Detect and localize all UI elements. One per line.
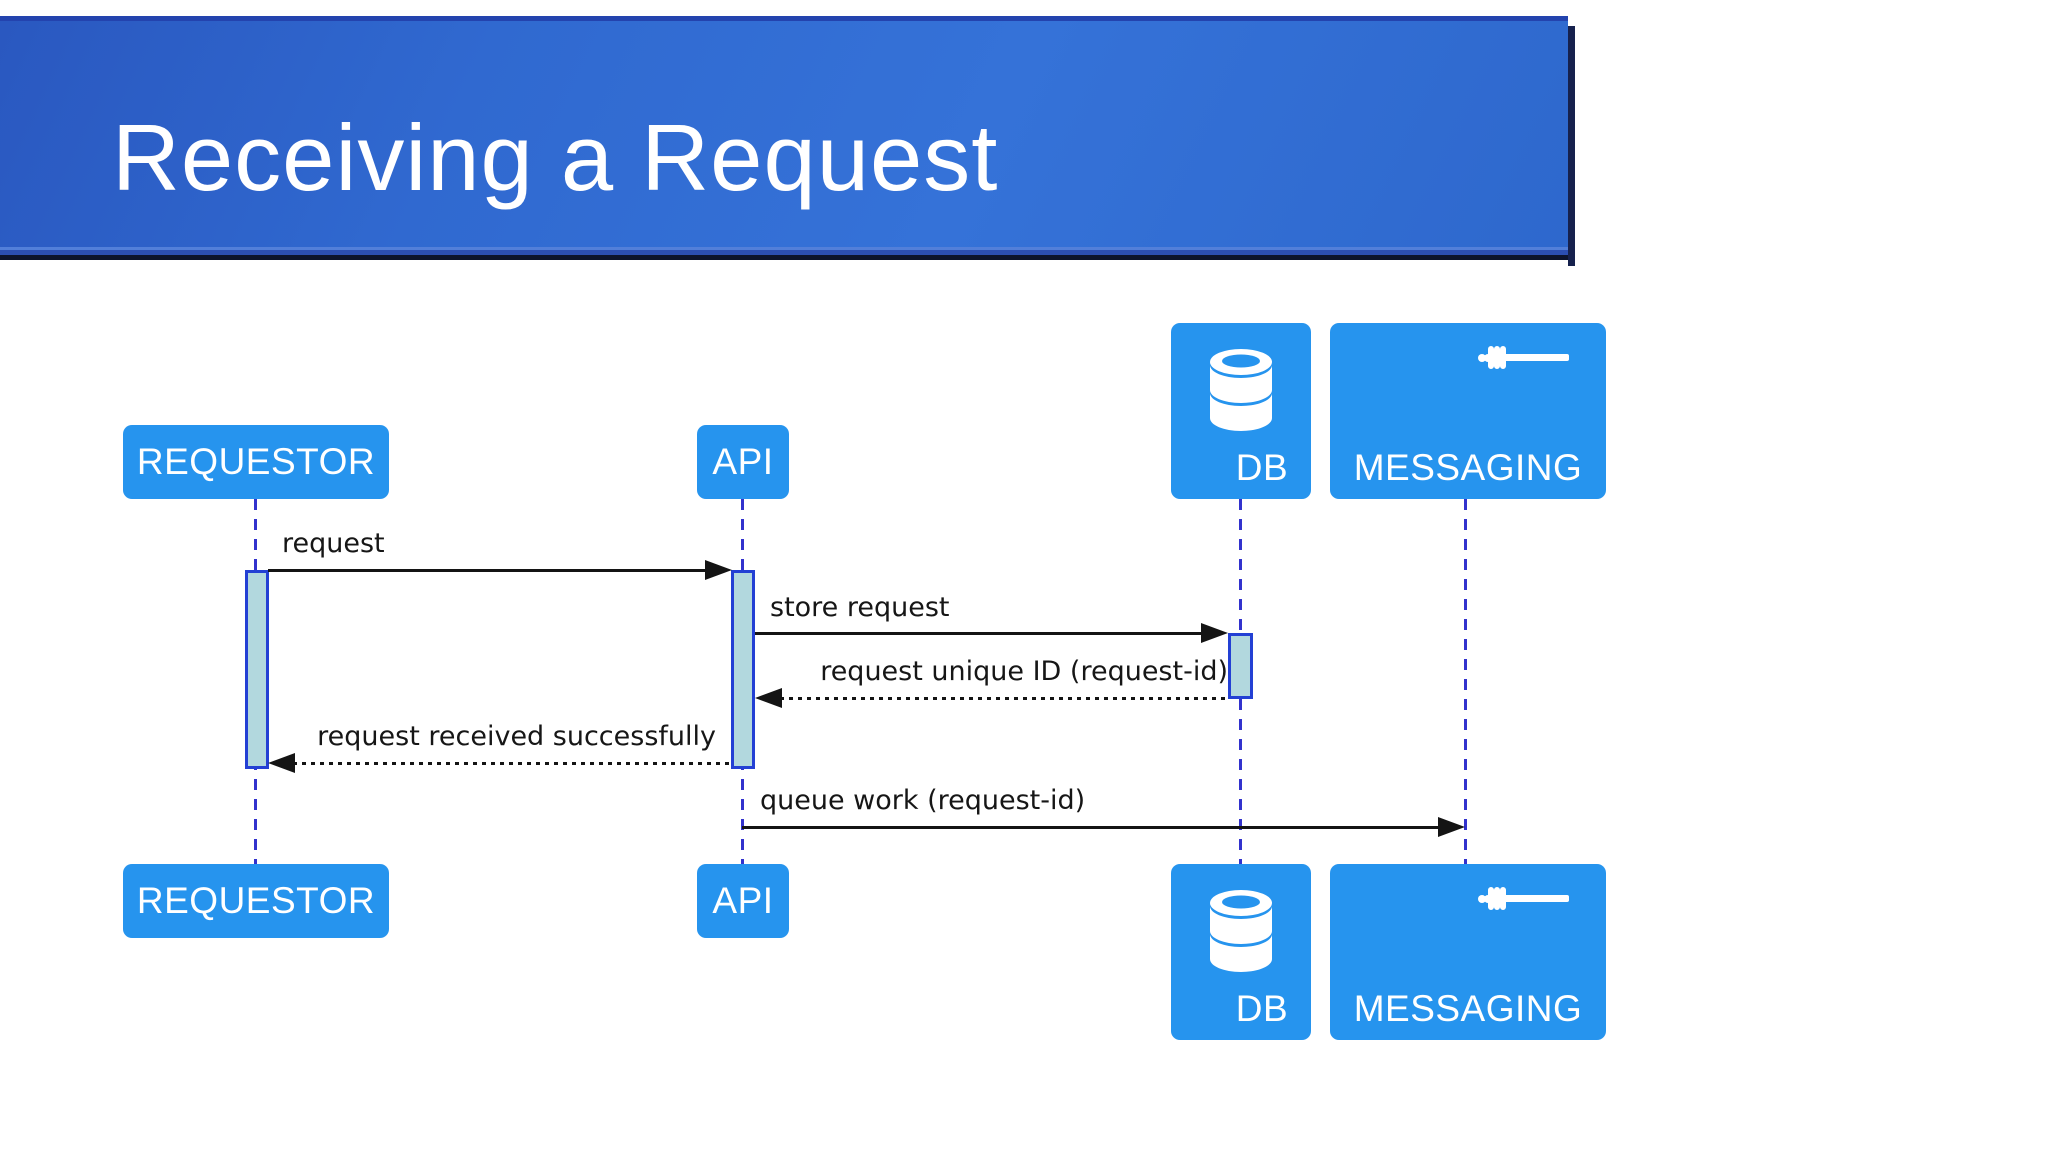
actor-label-api: API [712, 880, 774, 921]
server-rack-icon [1478, 346, 1592, 435]
message-label-store-request: store request [770, 592, 950, 623]
actor-box-messaging-top: MESSAGING [1330, 323, 1606, 499]
message-label-request-received: request received successfully [317, 721, 716, 752]
message-line-queue-work [742, 826, 1439, 829]
message-line-request-received [293, 762, 731, 765]
banner-bevel-line [0, 247, 1568, 250]
arrowhead-right-icon [1201, 623, 1228, 643]
banner-top-edge [0, 16, 1568, 21]
arrowhead-right-icon [705, 560, 732, 580]
activation-bar-api [731, 570, 755, 769]
actor-label-api: API [712, 441, 774, 482]
actor-box-db-bottom: DB [1171, 864, 1311, 1040]
actor-label-messaging: MESSAGING [1353, 447, 1583, 488]
message-line-request-unique-id [780, 697, 1228, 700]
banner-shadow-line [0, 255, 1568, 260]
arrowhead-right-icon [1438, 817, 1465, 837]
server-rack-icon [1478, 887, 1592, 976]
message-line-request [268, 569, 705, 572]
actor-label-messaging: MESSAGING [1353, 988, 1583, 1029]
actor-label-db: DB [1235, 447, 1289, 488]
database-icon [1207, 348, 1275, 436]
actor-box-requestor-top: REQUESTOR [123, 425, 389, 499]
actor-box-db-top: DB [1171, 323, 1311, 499]
actor-box-api-bottom: API [697, 864, 789, 938]
database-icon [1207, 889, 1275, 977]
arrowhead-left-icon [268, 753, 295, 773]
banner-mid-line [0, 250, 1568, 255]
title-banner: Receiving a Request [0, 16, 1568, 260]
lifeline-messaging [1464, 499, 1467, 864]
activation-bar-db [1228, 633, 1253, 699]
activation-bar-requestor [245, 570, 269, 769]
actor-label-requestor: REQUESTOR [136, 880, 376, 921]
banner-right-shadow [1568, 26, 1575, 266]
actor-box-api-top: API [697, 425, 789, 499]
banner-body: Receiving a Request [0, 21, 1568, 247]
actor-label-db: DB [1235, 988, 1289, 1029]
actor-box-requestor-bottom: REQUESTOR [123, 864, 389, 938]
actor-box-messaging-bottom: MESSAGING [1330, 864, 1606, 1040]
actor-label-requestor: REQUESTOR [136, 441, 376, 482]
message-label-request-unique-id: request unique ID (request-id) [820, 656, 1228, 687]
message-label-request: request [282, 528, 385, 559]
arrowhead-left-icon [755, 688, 782, 708]
message-label-queue-work: queue work (request-id) [760, 785, 1086, 816]
slide-title: Receiving a Request [112, 105, 999, 210]
message-line-store-request [755, 632, 1202, 635]
